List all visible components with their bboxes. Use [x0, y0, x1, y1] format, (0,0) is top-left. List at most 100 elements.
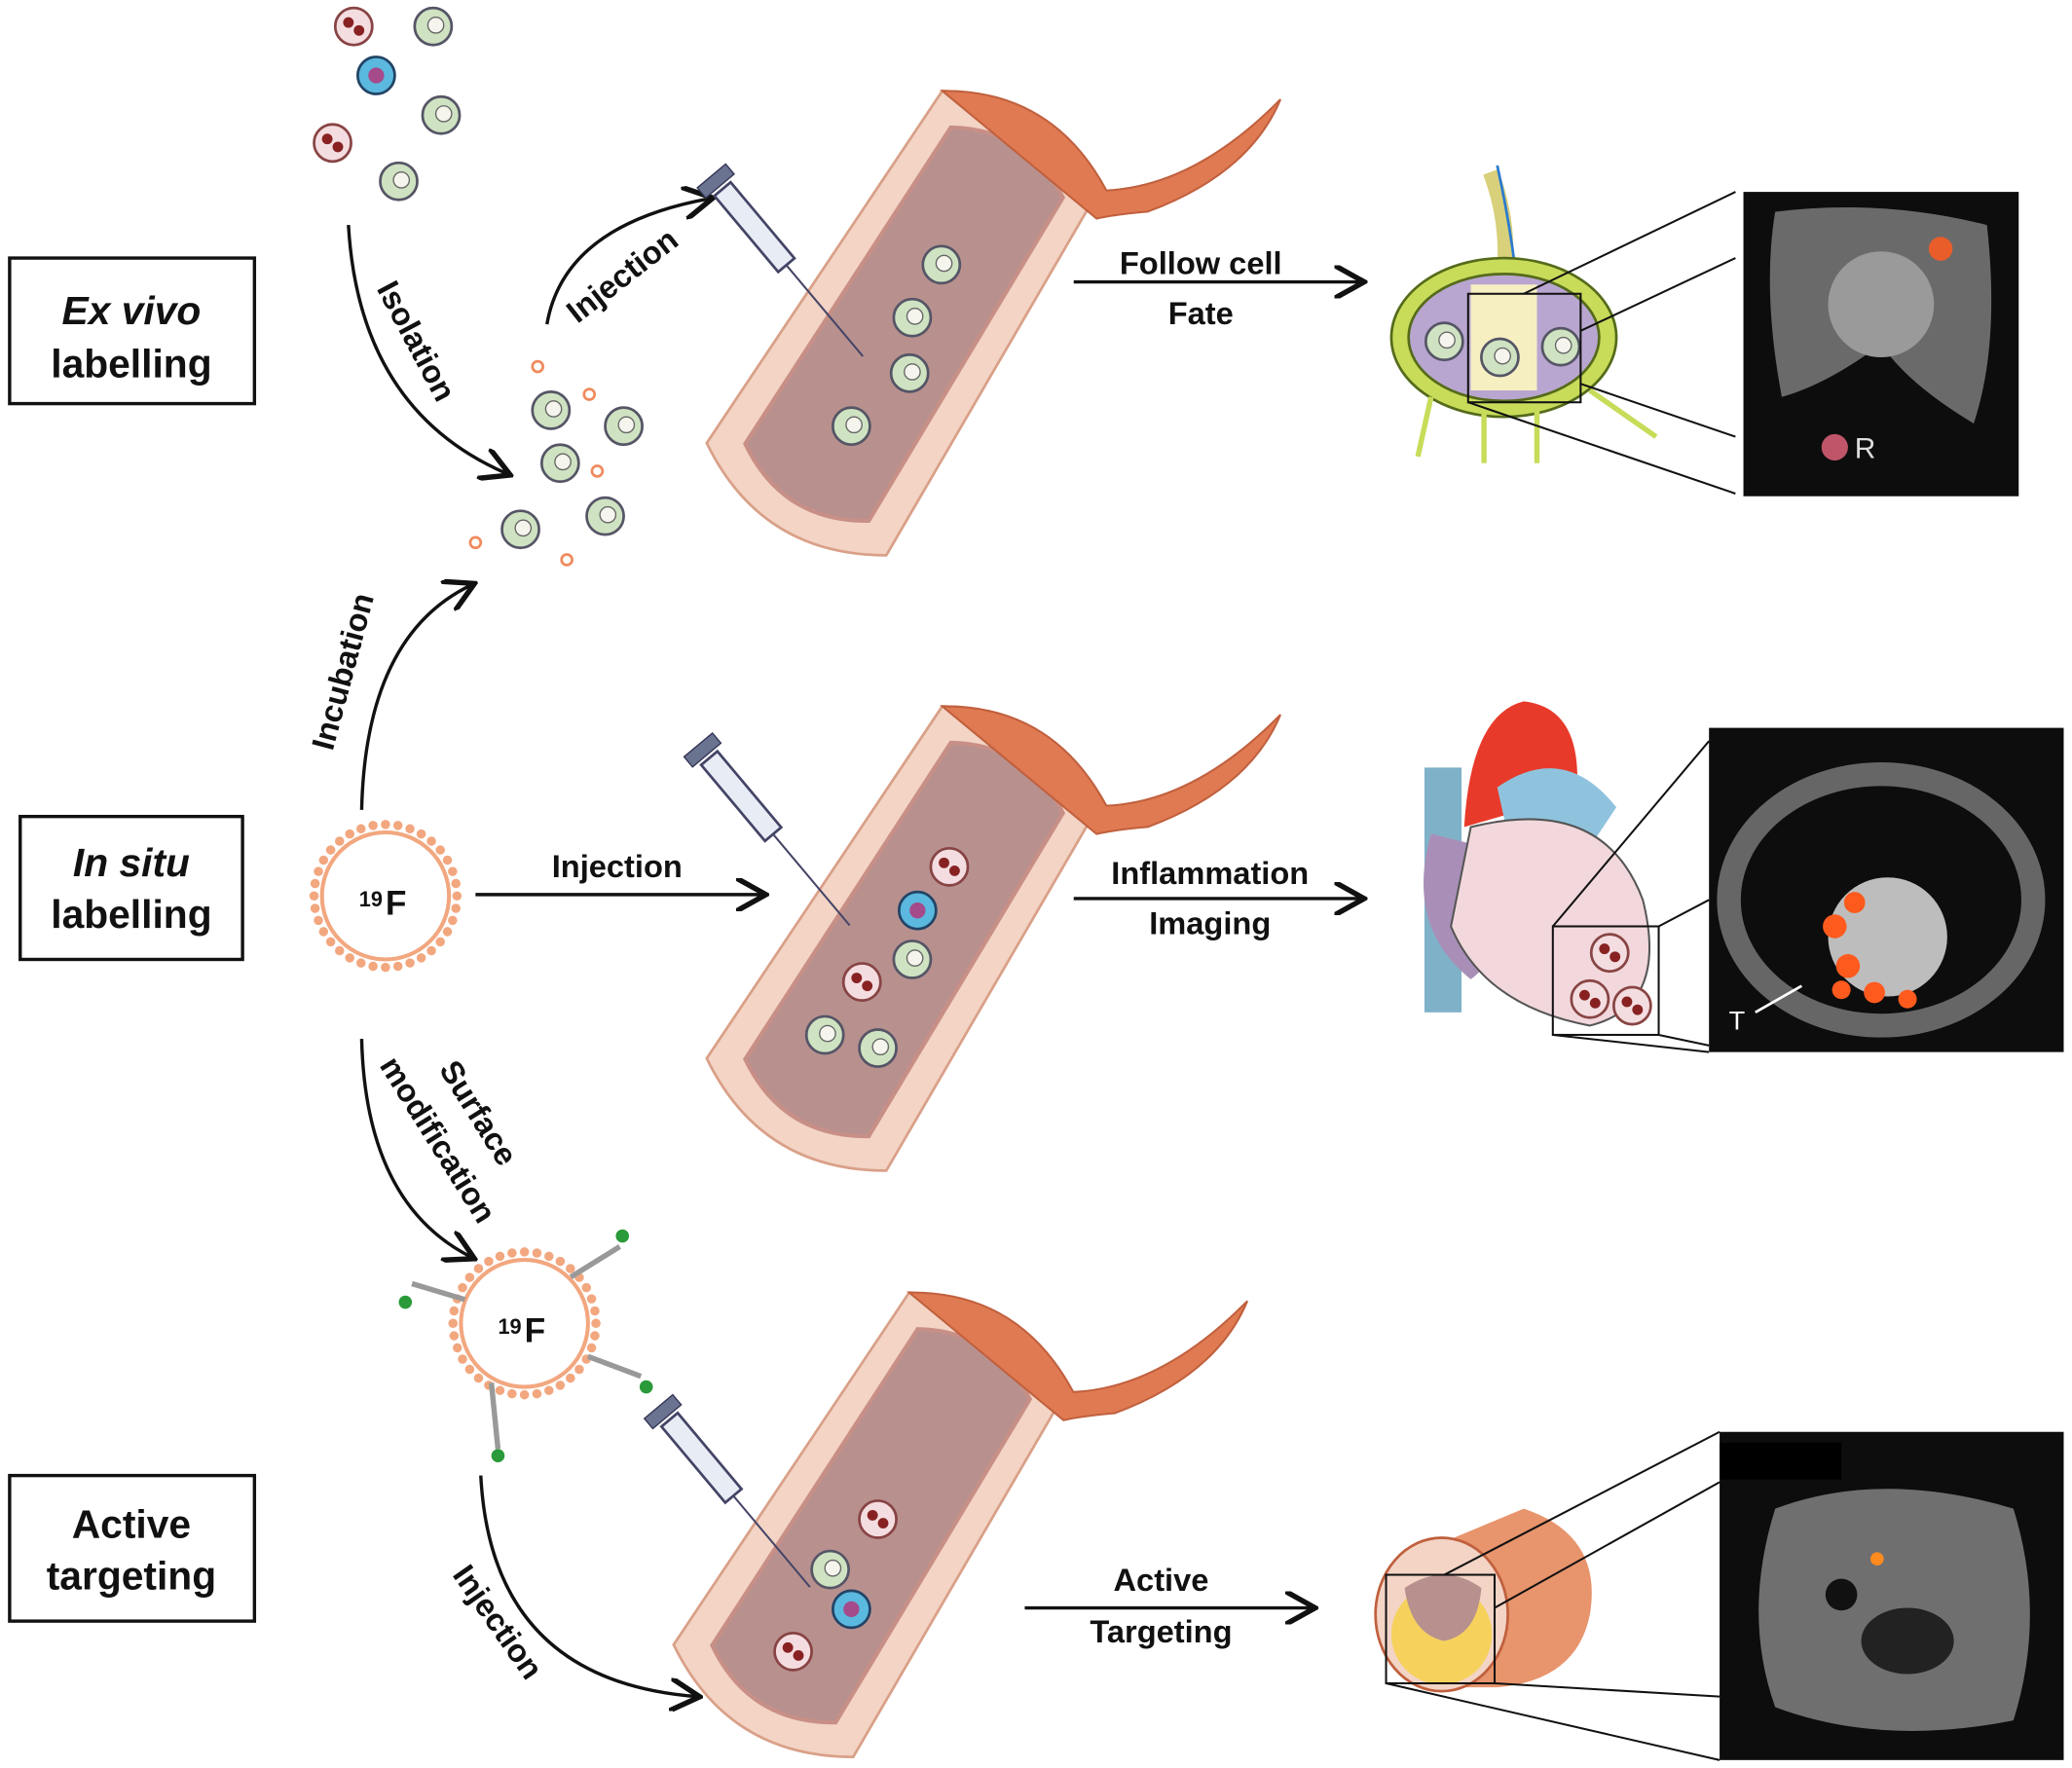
zoom-lines: [1386, 1430, 1720, 1761]
active-targeting-box: Active targeting: [8, 1473, 257, 1623]
marker-r: R: [1855, 432, 1876, 464]
injection-bottom-arrow: [479, 1475, 697, 1697]
lipid-head: [325, 937, 336, 947]
lipid-head: [484, 1256, 494, 1267]
lipid-head: [368, 961, 378, 972]
lipid-head: [310, 878, 320, 889]
isolation-arrow: [347, 224, 507, 474]
lipid-head: [519, 1247, 530, 1257]
ex-vivo-box: Ex vivo labelling: [8, 256, 257, 406]
follow-cell-label: Follow cell: [1120, 244, 1282, 280]
lipid-head: [442, 855, 453, 866]
lipid-head: [495, 1385, 505, 1395]
lipid-head: [566, 1264, 575, 1273]
lipid-head: [473, 1373, 484, 1383]
lipid-head: [392, 961, 403, 972]
lipid-head: [532, 1248, 542, 1258]
fate-label: Fate: [1168, 295, 1234, 331]
lipid-head: [464, 1272, 475, 1282]
lipid-head: [507, 1388, 517, 1399]
in-situ-title: In situ: [73, 840, 190, 885]
targeted-liposome-19f: 19 F: [398, 1229, 653, 1463]
lipid-head: [392, 821, 403, 830]
lipid-head: [590, 1331, 600, 1341]
lipid-head: [381, 962, 390, 973]
mri-image-top: R: [1743, 192, 2019, 497]
lipid-head: [442, 927, 453, 937]
liposome-label-sup: 19: [498, 1314, 521, 1339]
lipid-head: [519, 1389, 530, 1400]
labelled-cells: [468, 359, 644, 567]
lipid-head: [314, 915, 323, 926]
zoom-lines: [1552, 740, 1710, 1053]
lipid-head: [581, 1282, 592, 1293]
injection-top-label: Injection: [560, 221, 684, 330]
lipid-head: [448, 1318, 458, 1329]
lipid-head: [591, 1318, 601, 1329]
lipid-head: [318, 855, 329, 866]
lipid-head: [473, 1264, 484, 1273]
in-situ-box: In situ labelling: [18, 814, 244, 962]
lipid-head: [435, 845, 445, 855]
lipid-head: [452, 891, 462, 901]
lipid-head: [325, 845, 336, 855]
lipid-head: [449, 1306, 460, 1316]
imaging-label: Imaging: [1149, 905, 1271, 941]
lipid-head: [318, 927, 329, 937]
liposome-label-main: F: [525, 1311, 546, 1349]
lipid-head: [309, 891, 319, 901]
vessel-outer-tail: [939, 90, 1282, 220]
isolation-label: Isolation: [370, 275, 463, 407]
lipid-head: [507, 1248, 517, 1258]
injection-mid-label: Injection: [552, 848, 683, 884]
heart-illustration: [1423, 701, 1660, 1036]
lipid-head: [381, 820, 390, 829]
lipid-head: [310, 903, 320, 913]
ex-vivo-title: Ex vivo: [62, 288, 202, 333]
incubation-arrow: [359, 585, 471, 810]
lipid-head: [356, 958, 366, 968]
targeting-ligands: [411, 1244, 643, 1450]
vessel-outer-tail: [906, 1291, 1249, 1421]
inflammation-label: Inflammation: [1111, 855, 1309, 891]
lipid-head: [544, 1385, 554, 1395]
lipid-head: [426, 945, 436, 956]
lipid-head: [586, 1343, 597, 1353]
lipid-head: [451, 903, 461, 913]
lipid-head: [448, 866, 458, 876]
isolated-cells: [313, 6, 462, 202]
lipid-head: [458, 1282, 467, 1293]
active-subtitle: targeting: [47, 1553, 216, 1598]
lipid-head: [448, 915, 458, 926]
lipid-head: [345, 829, 354, 839]
surface-modification-arrow: [359, 1038, 471, 1257]
lipid-head: [416, 953, 426, 963]
lipid-head: [334, 945, 345, 956]
marker-t: T: [1729, 1006, 1746, 1036]
ex-vivo-subtitle: labelling: [51, 341, 211, 386]
in-situ-subtitle: labelling: [51, 892, 211, 937]
lipid-head: [345, 953, 354, 963]
liposome-19f: 19 F: [309, 820, 462, 973]
lipid-head: [555, 1256, 566, 1267]
lymph-node-illustration: [1389, 165, 1658, 463]
mri-image-bottom: [1720, 1431, 2064, 1760]
lipid-head: [405, 824, 415, 834]
lipid-head: [356, 824, 366, 834]
lipid-head: [574, 1364, 584, 1375]
lipid-head: [368, 821, 378, 830]
lipid-head: [451, 878, 461, 889]
lipid-head: [458, 1354, 467, 1364]
lipid-head: [452, 1343, 462, 1353]
lipid-head: [405, 958, 415, 968]
blood-vessel-bottom: [672, 1291, 1249, 1758]
lipid-head: [464, 1364, 475, 1375]
artery-cross-section: [1374, 1508, 1592, 1693]
targeting-label: Targeting: [1090, 1613, 1232, 1649]
vessel-outer-tail: [939, 705, 1282, 835]
lipid-head: [586, 1294, 597, 1304]
lipid-head: [532, 1388, 542, 1399]
lipid-head: [566, 1373, 575, 1383]
lipid-head: [555, 1381, 566, 1390]
